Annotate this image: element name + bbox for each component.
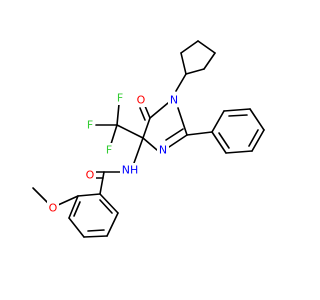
cyclopentyl-bond [180,52,187,75]
ring-bond-c5-c4 [142,117,151,139]
phenyl-bond [223,108,251,112]
carbonyl-bond [144,105,151,119]
atom-f-bottom: F [103,143,114,157]
atom-label-n3: N [159,144,167,157]
phenyl-bond [211,131,227,154]
aryl-bond [77,193,101,197]
aryl-bond [68,217,85,238]
cyclopentyl-bond [180,40,199,54]
cyclopentyl-bond [175,73,187,92]
phenyl-bond [186,131,213,136]
atom-label-layer: O N N F F F NH O [47,91,180,215]
atom-label-o-amide: O [86,169,95,182]
cyclopentyl-bond [203,52,216,70]
carbonyl-bond-double [139,107,146,121]
atom-label-f2: F [87,119,93,132]
phenyl-bond [251,129,265,152]
c4-nh-bond [133,137,144,164]
atom-nh-amide: NH [120,163,139,177]
cyclopentyl-bond [185,68,205,75]
ring-bond-n3-c2 [168,134,188,148]
aryl-bond-inner [73,201,81,217]
ring-bond-c2-n1 [177,107,188,136]
phenyl-bond [225,150,253,154]
cyclopentyl-bond [197,40,216,54]
atom-o-amide: O [84,168,96,182]
ring-bond-n1-c5 [149,102,169,119]
atom-o-ketone: O [135,93,147,107]
bond-layer [32,40,265,238]
aryl-bond [83,235,108,238]
atom-n3-ring: N [157,143,169,157]
aryl-bond [68,195,79,219]
amide-bond-c-aryl [99,171,105,195]
atom-label-f1: F [117,92,123,105]
canvas-background [0,0,300,300]
atom-label-nh: NH [122,164,139,177]
aryl-bond-inner [99,199,113,214]
atom-f-left: F [84,118,95,132]
cf3-bond-f1 [116,103,120,126]
cf3-bond-f3 [110,124,118,145]
aryl-bond [106,212,119,237]
phenyl-bond-inner [228,114,248,117]
molecule-structure: O N N F F F NH O [0,0,300,300]
atom-label-o-ketone: O [137,94,146,107]
methoxy-bond-c-o [57,195,79,206]
phenyl-bond [249,108,265,131]
aryl-bond-inner [87,229,105,232]
ring-bond-c4-n3 [142,137,158,151]
ring-bond-n3-c2-double [165,128,184,141]
phenyl-bond-inner [248,129,259,147]
phenyl-bond [211,110,225,133]
methoxy-bond-o-ch3 [32,187,49,204]
atom-n1-ring: N [168,93,180,107]
phenyl-bond-inner [218,132,230,149]
aryl-bond [99,193,119,214]
atom-o-methoxy: O [47,201,59,215]
cf3-bond [116,124,144,139]
atom-label-o-methoxy: O [49,202,58,215]
atom-label-f3: F [106,144,112,157]
atom-f-top: F [114,91,125,105]
atom-label-n1: N [170,94,178,107]
